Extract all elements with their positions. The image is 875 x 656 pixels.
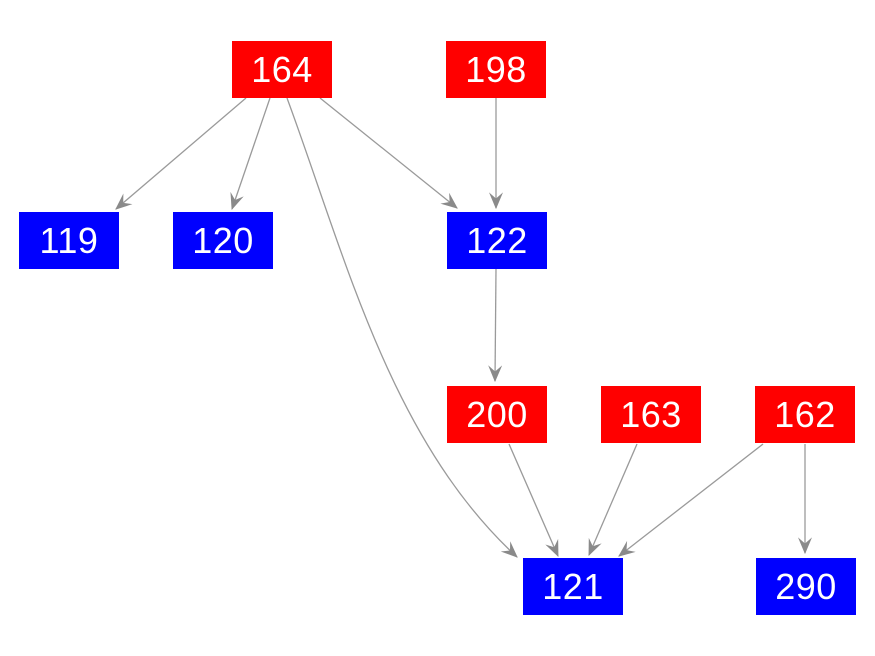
node-label-120: 120 — [192, 219, 254, 261]
node-164: 164 — [232, 41, 332, 98]
edge-164-119 — [115, 97, 247, 210]
node-290: 290 — [756, 558, 856, 615]
edge-164-122 — [319, 97, 458, 209]
node-label-162: 162 — [774, 393, 836, 435]
node-162: 162 — [755, 386, 855, 443]
edge-200-121 — [508, 443, 559, 558]
node-label-121: 121 — [542, 565, 604, 607]
node-121: 121 — [523, 558, 623, 615]
node-label-163: 163 — [620, 393, 682, 435]
edge-164-121 — [286, 97, 518, 558]
node-163: 163 — [601, 386, 701, 443]
edge-162-121 — [618, 443, 764, 557]
node-120: 120 — [173, 212, 273, 269]
node-label-200: 200 — [466, 393, 528, 435]
node-label-122: 122 — [466, 219, 528, 261]
node-119: 119 — [19, 212, 119, 269]
edge-164-120 — [230, 97, 271, 211]
node-label-119: 119 — [39, 219, 99, 261]
node-label-164: 164 — [251, 48, 313, 90]
node-label-198: 198 — [465, 48, 527, 90]
node-122: 122 — [447, 212, 547, 269]
node-label-290: 290 — [775, 565, 837, 607]
edge-163-121 — [588, 443, 638, 557]
node-198: 198 — [446, 41, 546, 98]
node-200: 200 — [447, 386, 547, 443]
edge-122-200 — [488, 268, 503, 383]
